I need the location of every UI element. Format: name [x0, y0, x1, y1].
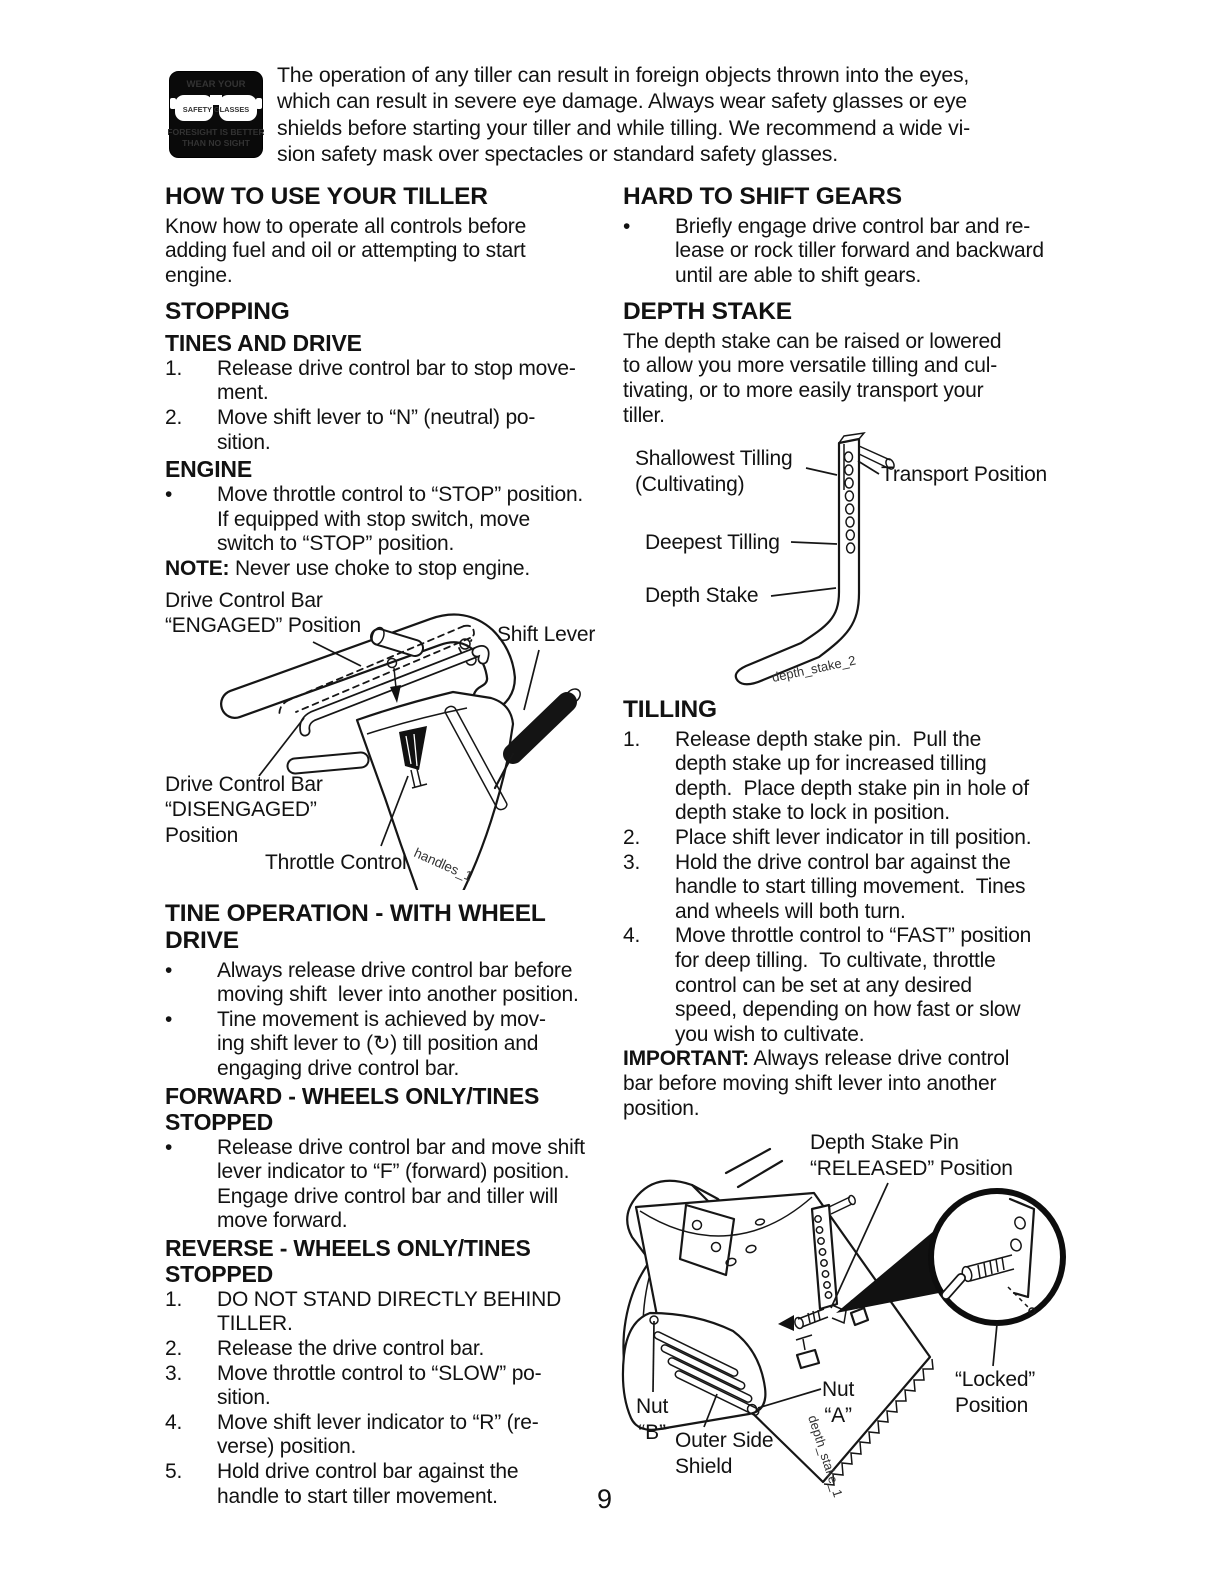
- list-item: 4. Move throttle control to “FAST” posit…: [623, 924, 1075, 1047]
- depth-stake-text: The depth stake can be raised or lowered…: [623, 329, 1002, 427]
- bullet-marker: •: [165, 958, 173, 982]
- bullet-item: • Release drive control bar and move shi…: [165, 1136, 617, 1234]
- left-column: HOW TO USE YOUR TILLER Know how to opera…: [165, 183, 617, 1509]
- label-deepest: Deepest Tilling: [645, 531, 780, 555]
- safety-notice-text: The operation of any tiller can result i…: [277, 63, 971, 167]
- figure-handles: handles_1 Drive Control Bar “ENGAGED” Po…: [165, 584, 625, 890]
- list-number: 2.: [165, 405, 183, 429]
- heading-stopping: STOPPING: [165, 298, 290, 326]
- heading-depth-stake: DEPTH STAKE: [623, 298, 792, 326]
- bullet-marker: •: [165, 1135, 173, 1159]
- list-number: 5.: [165, 1460, 183, 1484]
- list-number: 2.: [165, 1337, 183, 1361]
- list-number: 4.: [623, 924, 641, 948]
- heading-forward: FORWARD - WHEELS ONLY/TINES STOPPED: [165, 1082, 540, 1135]
- list-item: 2. Release the drive control bar.: [165, 1337, 617, 1362]
- label-nut-b: Nut “B”: [636, 1395, 669, 1444]
- list-item: 4. Move shift lever indicator to “R” (re…: [165, 1411, 617, 1460]
- label-disengaged: Drive Control Bar “DISENGAGED” Position: [165, 772, 323, 847]
- bullet-item: • Briefly engage drive control bar and r…: [623, 215, 1075, 289]
- label-shift-lever: Shift Lever: [497, 622, 596, 646]
- heading-hard-to-shift: HARD TO SHIFT GEARS: [623, 183, 902, 210]
- bullet-marker: •: [165, 483, 173, 507]
- heading-how-to-use: HOW TO USE YOUR TILLER: [165, 183, 488, 210]
- safety-notice: WEAR YOUR SAFETY GLASSES FORESIGHT IS BE…: [165, 62, 1065, 168]
- note-paragraph: NOTE: Never use choke to stop engine.: [165, 557, 617, 582]
- list-item: 1. DO NOT STAND DIRECTLY BEHIND TILLER.: [165, 1288, 617, 1337]
- heading-tines-and-drive: TINES AND DRIVE: [165, 329, 362, 356]
- figure-shield: depth_stake_1 Depth Stake Pin “RELEASED”…: [600, 1127, 1100, 1551]
- list-item: 3. Move throttle control to “SLOW” po- s…: [165, 1362, 617, 1411]
- depth-stake-illustration: depth_stake_2: [734, 432, 895, 686]
- safety-glasses-icon: WEAR YOUR SAFETY GLASSES FORESIGHT IS BE…: [168, 71, 264, 158]
- list-text: Release drive control bar to stop move- …: [217, 356, 576, 405]
- right-column: HARD TO SHIFT GEARS • Briefly engage dri…: [621, 183, 1075, 1551]
- bullet-marker: •: [623, 214, 631, 238]
- heading-tilling: TILLING: [623, 696, 717, 724]
- list-number: 1.: [623, 727, 641, 751]
- label-nut-a: Nut “A”: [822, 1378, 855, 1427]
- list-text: Release depth stake pin. Pull the depth …: [675, 727, 1029, 825]
- icon-text-foresight: FORESIGHT IS BETTER: [168, 127, 264, 137]
- list-text: Place shift lever indicator in till posi…: [675, 826, 1032, 850]
- list-number: 1.: [165, 356, 183, 380]
- list-item: 5. Hold drive control bar against the ha…: [165, 1460, 617, 1509]
- list-text: Hold drive control bar against the handl…: [217, 1460, 519, 1508]
- list-number: 2.: [623, 826, 641, 850]
- label-transport: Transport Position: [881, 463, 1048, 487]
- list-item: 2. Move shift lever to “N” (neutral) po-…: [165, 406, 617, 455]
- label-outer-shield: Outer Side Shield: [675, 1429, 774, 1478]
- list-item: 2. Place shift lever indicator in till p…: [623, 826, 1075, 851]
- how-to-use-text: Know how to operate all controls before …: [165, 214, 527, 287]
- heading-engine: ENGINE: [165, 456, 252, 483]
- bullet-text: Tine movement is achieved by mov- ing sh…: [217, 1007, 546, 1080]
- bullet-marker: •: [165, 1007, 173, 1031]
- bullet-item: • Tine movement is achieved by mov- ing …: [165, 1008, 617, 1082]
- list-item: 1. Release depth stake pin. Pull the dep…: [623, 728, 1075, 826]
- bullet-text: Briefly engage drive control bar and re-…: [675, 214, 1044, 287]
- bullet-text: Move throttle control to “STOP” position…: [217, 483, 584, 556]
- label-depth-stake-pin: Depth Stake Pin “RELEASED” Position: [810, 1131, 1013, 1180]
- icon-text-safety-glasses: SAFETY GLASSES: [183, 105, 249, 114]
- label-throttle: Throttle Control: [265, 850, 407, 874]
- important-text: Always release drive control bar before …: [623, 1047, 1010, 1120]
- list-text: Move throttle control to “SLOW” po- siti…: [217, 1361, 542, 1410]
- label-depth-stake: Depth Stake: [645, 584, 759, 608]
- list-text: DO NOT STAND DIRECTLY BEHIND TILLER.: [217, 1287, 562, 1336]
- icon-text-wear-your: WEAR YOUR: [187, 79, 246, 90]
- glasses-shape: [170, 95, 262, 121]
- list-text: Move throttle control to “FAST” position…: [675, 924, 1032, 1046]
- list-number: 3.: [623, 850, 641, 874]
- handles-illustration: handles_1: [220, 612, 581, 890]
- bullet-item: • Always release drive control bar befor…: [165, 959, 617, 1008]
- bullet-item: • Move throttle control to “STOP” positi…: [165, 483, 617, 557]
- label-engaged: Drive Control Bar “ENGAGED” Position: [165, 588, 361, 638]
- list-text: Release the drive control bar.: [217, 1337, 485, 1361]
- shield-illustration: depth_stake_1: [621, 1148, 1066, 1499]
- important-paragraph: IMPORTANT: Always release drive control …: [623, 1047, 1075, 1121]
- note-prefix: NOTE:: [165, 556, 230, 580]
- list-item: 3. Hold the drive control bar against th…: [623, 851, 1075, 925]
- list-text: Move shift lever indicator to “R” (re- v…: [217, 1410, 539, 1459]
- list-text: Hold the drive control bar against the h…: [675, 850, 1026, 923]
- label-shallowest: Shallowest Tilling (Cultivating): [635, 447, 793, 496]
- list-text: Move shift lever to “N” (neutral) po- si…: [217, 405, 536, 454]
- label-locked: “Locked” Position: [955, 1368, 1036, 1417]
- list-number: 3.: [165, 1361, 183, 1385]
- icon-text-nosight: THAN NO SIGHT: [182, 138, 251, 148]
- list-number: 4.: [165, 1410, 183, 1434]
- page-number: 9: [597, 1484, 613, 1514]
- bullet-text: Release drive control bar and move shift…: [217, 1135, 585, 1233]
- heading-tine-operation: TINE OPERATION - WITH WHEEL DRIVE: [165, 899, 546, 955]
- important-prefix: IMPORTANT:: [623, 1047, 749, 1071]
- list-number: 1.: [165, 1287, 183, 1311]
- bullet-text: Always release drive control bar before …: [217, 958, 579, 1007]
- list-item: 1. Release drive control bar to stop mov…: [165, 357, 617, 406]
- figure-depth-stake: depth_stake_2 Shallowest Tilling (Cultiv…: [623, 430, 1075, 686]
- note-text: Never use choke to stop engine.: [229, 556, 530, 580]
- heading-reverse: REVERSE - WHEELS ONLY/TINES STOPPED: [165, 1234, 531, 1287]
